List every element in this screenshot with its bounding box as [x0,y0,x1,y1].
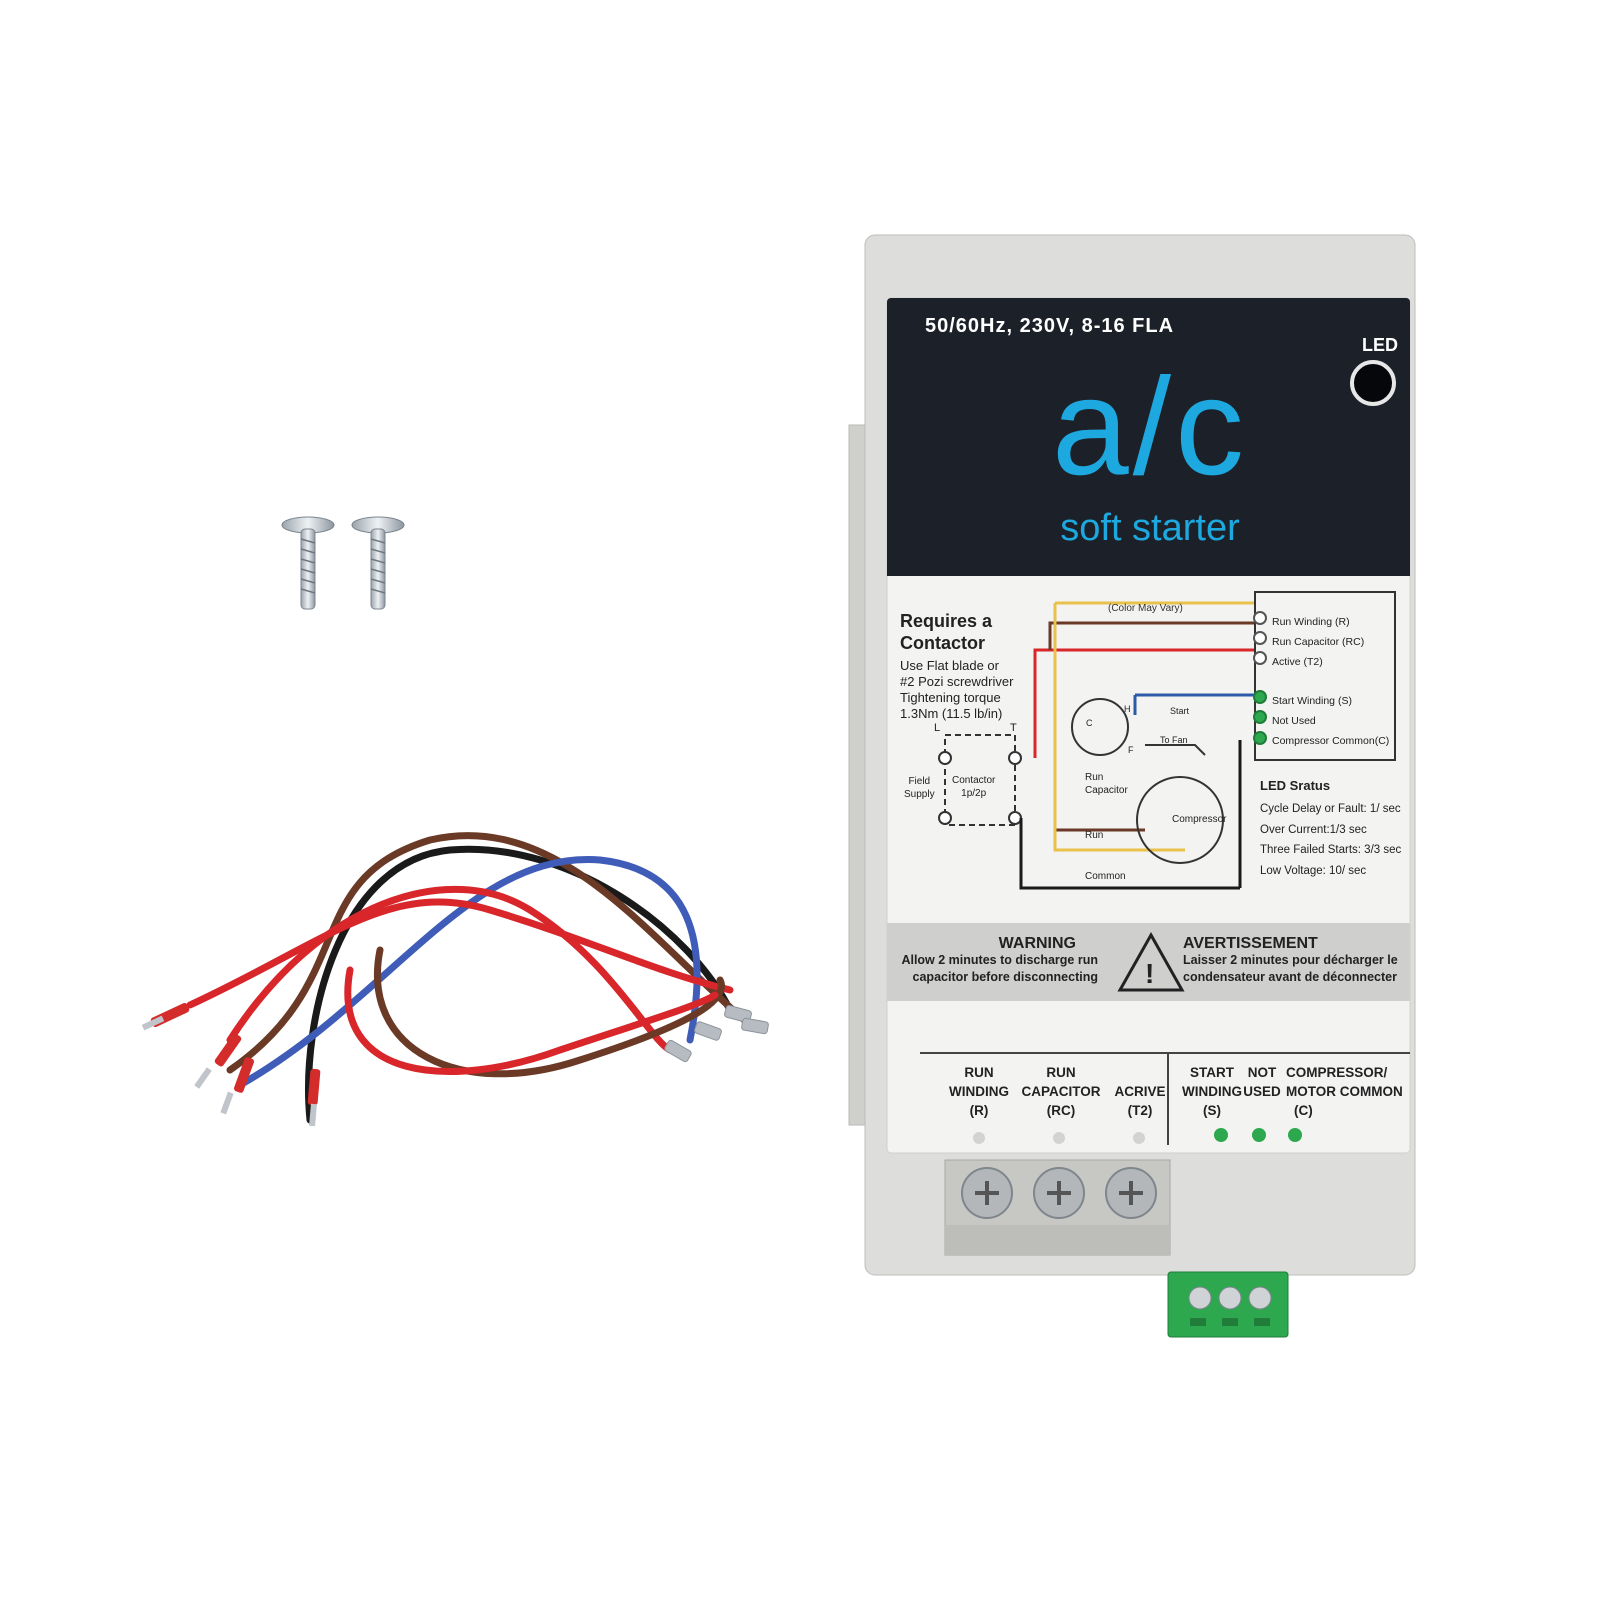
brown-loop [374,946,725,1078]
wiring-diagram [938,591,1396,890]
wire-harness-image [141,832,769,1127]
label-start: Start [1170,706,1190,716]
svg-text:!: ! [1145,958,1154,989]
brand-logo: a/c [1051,350,1249,504]
label-L: L [934,722,941,734]
label-H: H [1124,704,1131,714]
led-status-title: LED Sratus [1260,778,1331,793]
led-indicator-icon [1350,360,1396,406]
screw-2-icon [351,516,405,610]
warning-english: WARNING Allow 2 minutes to discharge run… [901,935,1098,984]
brown-wire [226,832,754,1074]
label-dark-band [887,298,1410,576]
screw-terminal-block [944,1159,1171,1256]
label-C: C [1086,718,1093,728]
run-label: Run [1085,830,1104,841]
terminal-indicator-dots [973,1128,1302,1144]
screw-1-icon [281,516,335,610]
screws-image [281,516,405,610]
red-wire-1 [186,898,734,1009]
wire-pin-ends [141,1003,321,1127]
label-to-fan: To Fan [1160,735,1188,745]
red-loop [344,966,719,1075]
warning-triangle-icon [1117,931,1185,992]
wire-spade-ends [664,1005,769,1063]
soft-starter-device: ! [848,234,1416,1338]
label-F: F [1128,745,1134,755]
label-T: T [1010,722,1017,734]
black-wire [305,845,734,1124]
warning-band [887,923,1410,1001]
terminal-label-active: ACRIVE(T2) [1114,1084,1166,1118]
brand-subtitle: soft starter [1060,507,1240,549]
led-status-list: Cycle Delay or Fault: 1/ sec Over Curren… [1260,803,1402,877]
common-label: Common [1085,871,1126,882]
terminal-label-common: COMPRESSOR/MOTOR COMMON(C) [1286,1065,1403,1118]
led-label: LED [1362,335,1398,355]
green-terminal-block [1167,1271,1289,1338]
warning-french: AVERTISSEMENT Laisser 2 minutes pour déc… [1183,935,1398,984]
color-note: (Color May Vary) [1108,603,1183,614]
compressor-label: Compressor [1172,814,1227,825]
blue-wire [236,856,701,1089]
spec-line: 50/60Hz, 230V, 8-16 FLA [925,315,1175,337]
terminal-list: Run Winding (R) Run Capacitor (RC) Activ… [1272,616,1390,747]
red-wire-2 [226,886,674,1054]
